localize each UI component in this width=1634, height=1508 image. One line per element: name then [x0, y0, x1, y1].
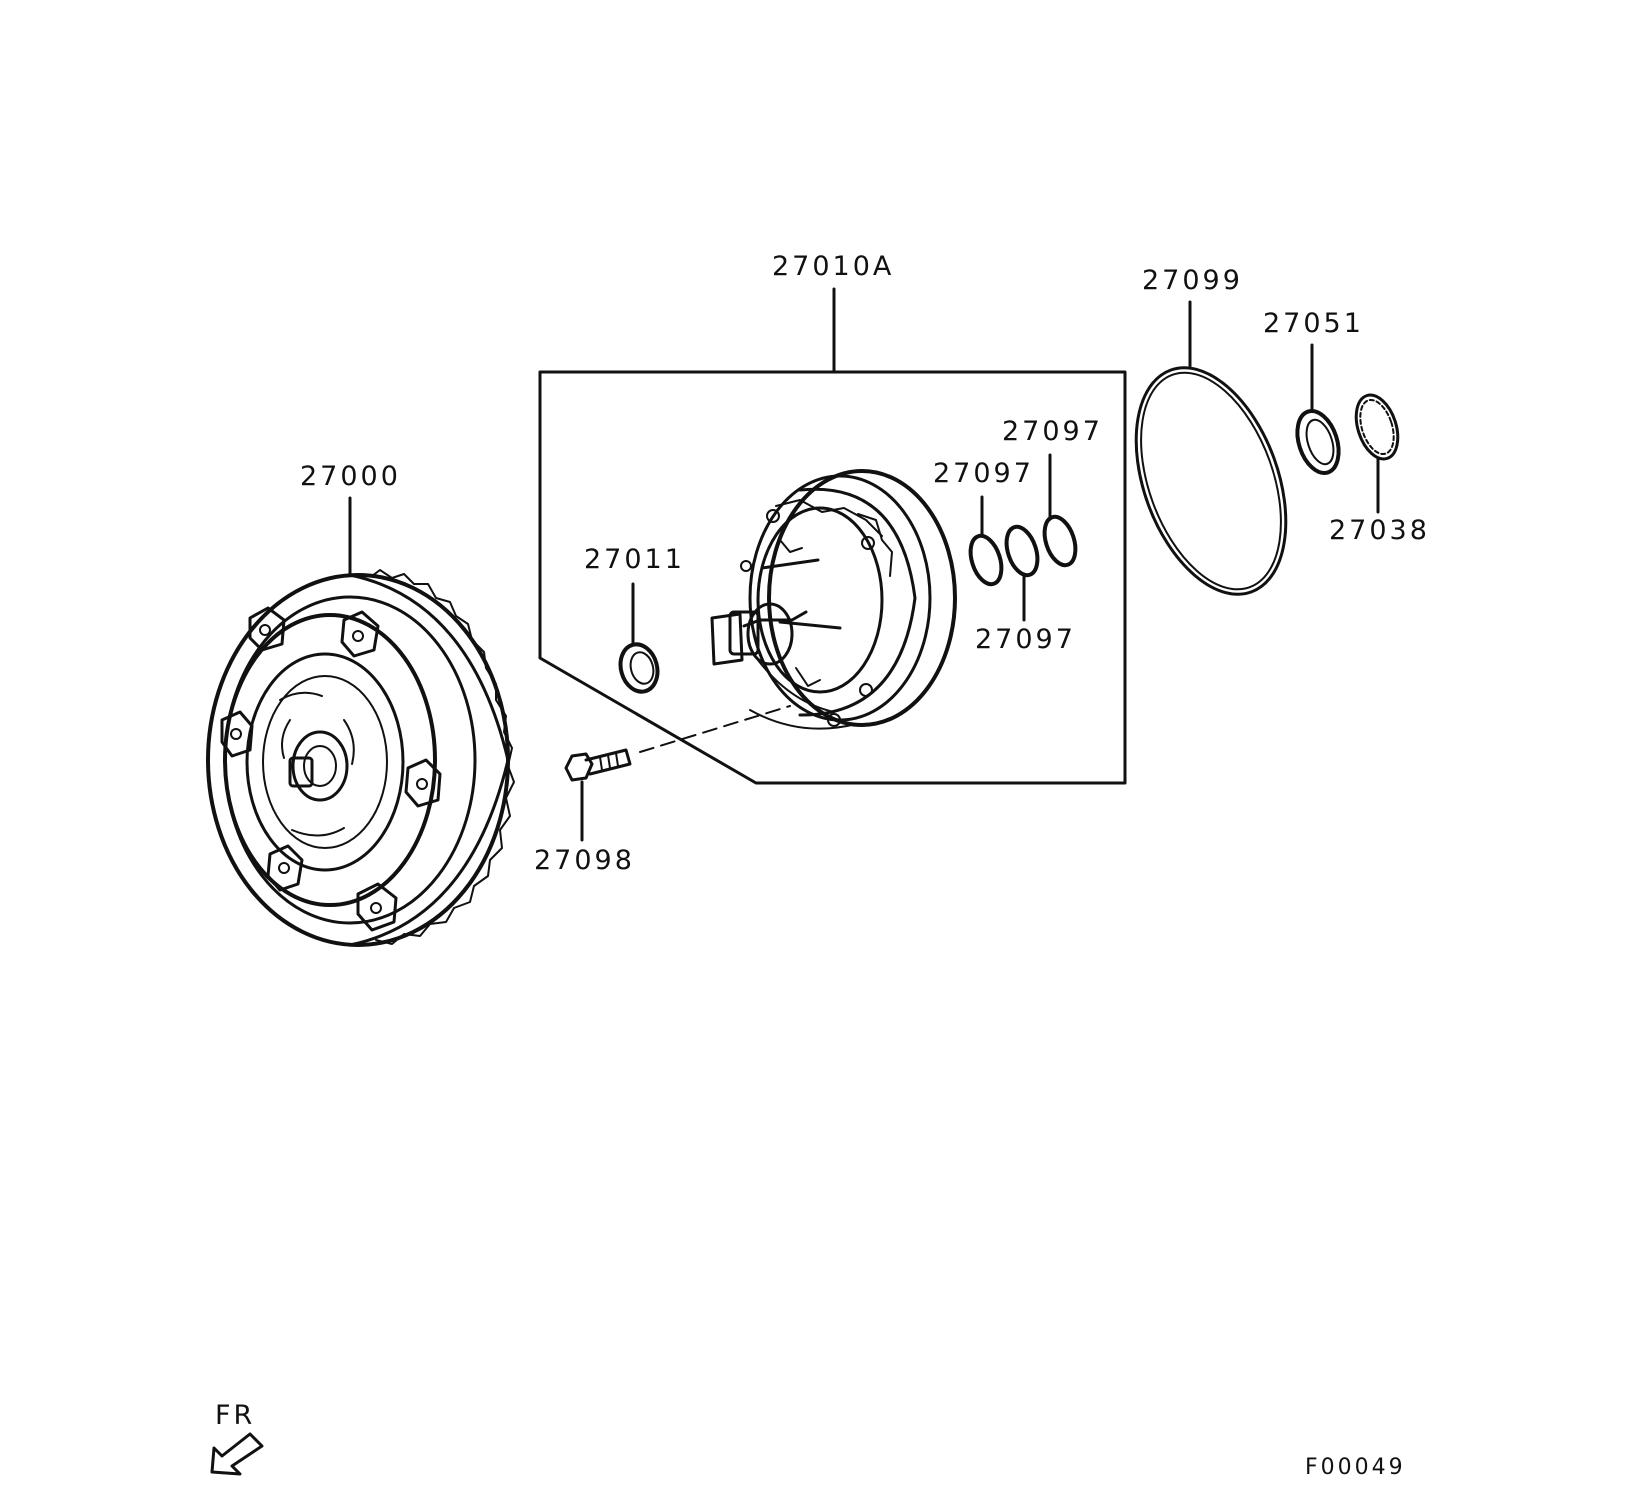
- callout-27098: 27098: [534, 845, 635, 876]
- callout-27000: 27000: [300, 461, 401, 492]
- lug-6: [356, 882, 398, 932]
- seal-ring-1: [968, 533, 1004, 587]
- callout-27097-bottom: 27097: [975, 624, 1076, 655]
- o-ring: [1134, 366, 1288, 596]
- assembly-boundary: [538, 370, 1127, 785]
- callout-27010A: 27010A: [772, 251, 894, 282]
- callout-27097-mid: 27097: [933, 458, 1034, 489]
- lug-5: [266, 844, 304, 892]
- lug-1: [248, 606, 286, 652]
- direction-label: FR: [215, 1400, 255, 1431]
- callout-27038: 27038: [1329, 515, 1430, 546]
- torque-converter: [206, 569, 515, 947]
- thrust-washer: [1354, 393, 1400, 461]
- figure-code: F00049: [1305, 1455, 1406, 1480]
- lug-4: [404, 758, 442, 808]
- oil-pump: [710, 469, 957, 730]
- bolt: [564, 748, 632, 782]
- bolt-alignment-line: [639, 705, 791, 753]
- callout-27097-top: 27097: [1002, 416, 1103, 447]
- direction-arrow-icon: [210, 1432, 264, 1476]
- callout-27051: 27051: [1263, 308, 1364, 339]
- washer: [1295, 409, 1341, 475]
- seal-ring-2: [1004, 524, 1040, 578]
- seal-ring-3: [1042, 514, 1078, 568]
- callout-27099: 27099: [1142, 265, 1243, 296]
- lug-3: [220, 710, 254, 758]
- callout-27011: 27011: [584, 544, 685, 575]
- oil-seal: [618, 642, 660, 694]
- lug-2: [340, 610, 380, 658]
